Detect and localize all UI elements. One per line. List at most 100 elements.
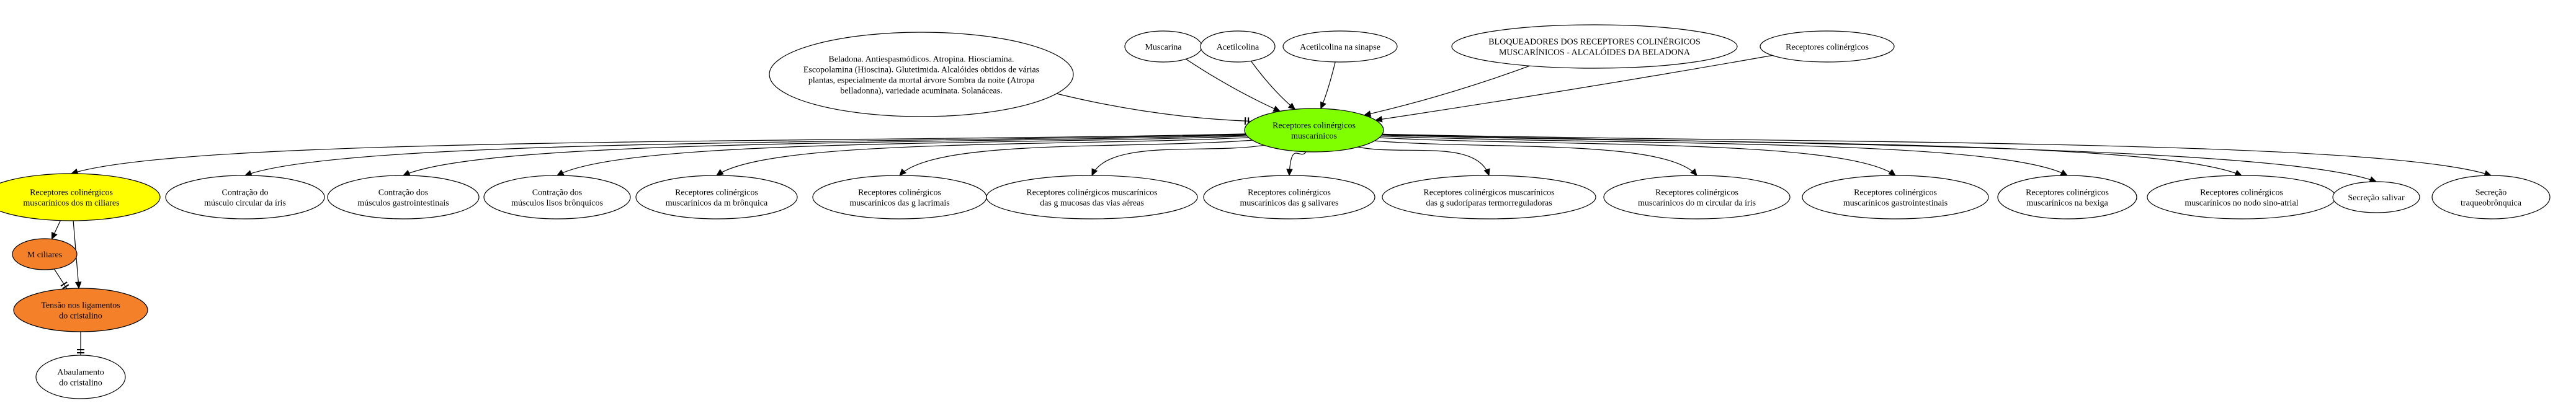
- edge-central-to-contracao-iris: [244, 134, 1246, 177]
- node-label-line: Receptores colinérgicos: [1655, 188, 1738, 198]
- node-label-line: Receptores colinérgicos: [858, 188, 941, 198]
- edge-central-to-rc-sinoatrial: [1382, 135, 2243, 176]
- node-label-line: Receptores colinérgicos: [675, 188, 758, 198]
- edge-central-to-rc-iris: [1374, 140, 1697, 176]
- node-ellipse: [1282, 30, 1398, 63]
- tee-mark: [62, 284, 69, 290]
- node-ellipse: [1382, 175, 1596, 219]
- node-bloqueadores[interactable]: BLOQUEADORES DOS RECEPTORES COLINÉRGICOS…: [1451, 24, 1738, 69]
- arrowhead: [1272, 105, 1281, 112]
- node-ellipse: [483, 175, 631, 219]
- node-label-line: muscarínicos: [1291, 132, 1337, 141]
- node-label-line: Receptores colinérgicos: [1854, 188, 1937, 198]
- node-label-line: muscarínicos das g lacrimais: [849, 199, 949, 208]
- node-ellipse: [1760, 30, 1895, 63]
- arrowhead: [2234, 169, 2243, 176]
- node-secrecao-salivar[interactable]: Secreção salivar: [2332, 181, 2420, 213]
- edges-layer: [51, 55, 2492, 355]
- node-ellipse: [1802, 175, 1989, 219]
- edge-central-to-rc-bexiga: [1380, 136, 2068, 176]
- arrowhead: [51, 231, 58, 240]
- arrowhead: [899, 168, 907, 176]
- arrowhead: [74, 281, 82, 290]
- node-ellipse: [1451, 24, 1738, 69]
- edge-central-to-ciliares: [70, 133, 1246, 175]
- node-label-line: muscarínicos no nodo sino-atrial: [2185, 199, 2298, 208]
- node-label-line: muscarínicos do m circular da íris: [1638, 199, 1756, 208]
- edge-central-to-rc-sudoriparas: [1357, 146, 1490, 177]
- edge-acetilcolina-to-central: [1250, 61, 1296, 110]
- node-beladona[interactable]: Beladona. Antiespasmódicos. Atropina. Hi…: [769, 32, 1074, 117]
- node-ellipse: [1997, 175, 2137, 219]
- node-label-line: BLOQUEADORES DOS RECEPTORES COLINÉRGICOS: [1488, 37, 1701, 47]
- node-label-line: traqueobrônquica: [2461, 199, 2522, 208]
- node-ellipse: [769, 32, 1074, 117]
- node-label-line: Secreção: [2475, 188, 2507, 198]
- node-label-line: muscarínicos das g salivares: [1240, 199, 1338, 208]
- edge-beladona-to-central: [1056, 93, 1251, 125]
- node-acetilcolina-sinapse[interactable]: Acetilcolina na sinapse: [1282, 30, 1398, 63]
- node-rc-sudoriparas[interactable]: Receptores colinérgicos muscarínicosdas …: [1382, 175, 1596, 219]
- edge-ciliares-to-m-ciliares: [51, 220, 61, 240]
- node-ellipse: [0, 173, 161, 221]
- node-ellipse: [1203, 175, 1375, 219]
- node-label-line: Receptores colinérgicos muscarínicos: [1026, 188, 1157, 198]
- node-ellipse: [327, 175, 480, 219]
- node-acetilcolina[interactable]: Acetilcolina: [1200, 30, 1276, 63]
- arrowhead: [2060, 169, 2068, 176]
- nodes-layer: Beladona. Antiespasmódicos. Atropina. Hi…: [0, 24, 2551, 399]
- tee-mark: [60, 281, 68, 287]
- node-ellipse: [986, 175, 1198, 219]
- node-muscarina[interactable]: Muscarina: [1124, 30, 1202, 63]
- node-ellipse: [2431, 175, 2551, 219]
- node-rc-mucosas[interactable]: Receptores colinérgicos muscarínicosdas …: [986, 175, 1198, 219]
- node-label-line: Tensão nos ligamentos: [41, 301, 120, 311]
- arrowhead: [1690, 168, 1697, 176]
- edge-tensao-to-abaulamento: [77, 332, 84, 355]
- node-label-line: Acetilcolina: [1217, 43, 1259, 52]
- node-label-line: músculos gastrointestinais: [357, 199, 449, 208]
- edge-bloqueadores-to-central: [1363, 65, 1530, 117]
- edge-central-to-rc-salivares: [1286, 151, 1307, 177]
- node-ellipse: [12, 238, 78, 270]
- node-label-line: Acetilcolina na sinapse: [1300, 43, 1380, 52]
- node-receptores-colinergicos[interactable]: Receptores colinérgicos: [1760, 30, 1895, 63]
- node-ellipse: [13, 288, 148, 332]
- node-label-line: Muscarina: [1145, 43, 1182, 52]
- node-label-line: plantas, especialmente da mortal árvore …: [808, 76, 1035, 86]
- node-label-line: do cristalino: [59, 312, 102, 321]
- node-label-line: Receptores colinérgicos: [30, 188, 113, 198]
- node-label-line: Secreção salivar: [2348, 193, 2405, 203]
- edge-central-to-rc-lacrimais: [899, 140, 1253, 176]
- node-m-ciliares[interactable]: M ciliares: [12, 238, 78, 270]
- node-label-line: do cristalino: [59, 379, 102, 388]
- node-ellipse: [635, 175, 798, 219]
- node-label-line: Beladona. Antiespasmódicos. Atropina. Hi…: [828, 55, 1014, 64]
- node-label-line: músculo circular da íris: [204, 199, 286, 208]
- arrowhead: [1483, 168, 1490, 177]
- node-label-line: Receptores colinérgicos: [1248, 188, 1331, 198]
- node-label-line: Receptores colinérgicos: [1786, 43, 1869, 52]
- arrowhead: [1091, 168, 1098, 177]
- node-label-line: muscarínicos na bexiga: [2026, 199, 2108, 208]
- node-ellipse: [1603, 175, 1791, 219]
- node-label-line: das g mucosas das vias aéreas: [1040, 199, 1144, 208]
- arrowhead: [716, 169, 724, 176]
- node-label-line: Contração dos: [378, 188, 428, 198]
- node-label-line: muscarínicos gastrointestinais: [1843, 199, 1948, 208]
